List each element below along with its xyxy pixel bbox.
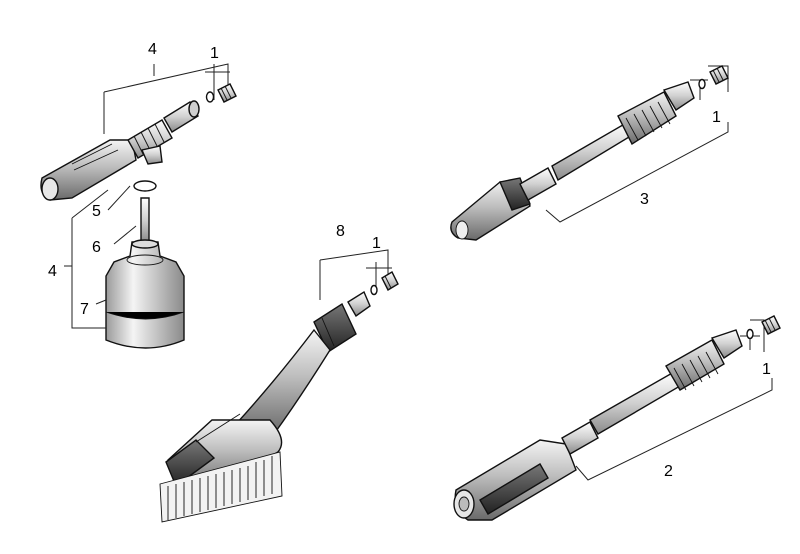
vario-grip-icon — [665, 339, 725, 391]
rotor-pipe-lower — [519, 167, 557, 201]
vario-pipe-upper — [589, 371, 681, 435]
oring-icon — [698, 78, 706, 90]
foam-nozzle-body — [40, 100, 200, 201]
callout-bracket-4-left — [71, 218, 106, 329]
vario-lance-body — [453, 439, 577, 521]
callout-7-bottle: 7 — [80, 301, 89, 318]
rotor-coupling — [662, 81, 695, 111]
rotor-pipe-upper — [551, 121, 635, 182]
callout-1-vario-oring: 1 — [762, 361, 771, 378]
quick-connector-icon — [381, 271, 399, 291]
quick-connector-icon — [217, 83, 237, 103]
vario-coupling — [710, 329, 743, 359]
callout-1-rotor-oring: 1 — [712, 109, 721, 126]
callout-8-brush: 8 — [336, 223, 345, 240]
brush-handle — [234, 328, 331, 435]
oring-icon — [746, 328, 754, 340]
rotor-grip-icon — [617, 91, 677, 146]
callout-bracket-8 — [319, 249, 389, 300]
quick-connector-icon — [709, 65, 729, 85]
oring-icon — [370, 284, 378, 296]
quick-connector-icon — [761, 315, 781, 335]
callout-bracket-3 — [545, 122, 729, 223]
callout-3-rotor-nozzle: 3 — [640, 191, 649, 208]
brush-bristles — [159, 451, 283, 523]
wash-brush-group: 8 1 — [159, 223, 399, 523]
gasket-icon — [133, 180, 157, 192]
brush-head-icon — [165, 413, 283, 489]
callout-1-brush-oring: 1 — [372, 235, 381, 252]
vario-pipe-lower — [561, 421, 599, 455]
callout-4-bottle-group: 4 — [48, 263, 57, 280]
rotor-cone-icon — [450, 177, 531, 241]
callout-4-foam-assembly: 4 — [148, 41, 157, 58]
foam-nozzle-group: 4 1 — [40, 41, 237, 349]
callout-bracket-2 — [575, 378, 773, 481]
suction-tube-icon — [140, 197, 150, 243]
vario-lance-group: 1 2 — [453, 315, 781, 521]
callout-2-vario-lance: 2 — [664, 463, 673, 480]
callout-6-tube: 6 — [92, 239, 101, 256]
rotor-nozzle-group: 1 3 — [450, 65, 729, 241]
brush-coupling — [347, 290, 371, 318]
callout-1-foam-oring: 1 — [210, 45, 219, 62]
detergent-bottle-icon — [105, 239, 185, 349]
callout-5-gasket: 5 — [92, 203, 101, 220]
oring-icon — [205, 91, 215, 103]
